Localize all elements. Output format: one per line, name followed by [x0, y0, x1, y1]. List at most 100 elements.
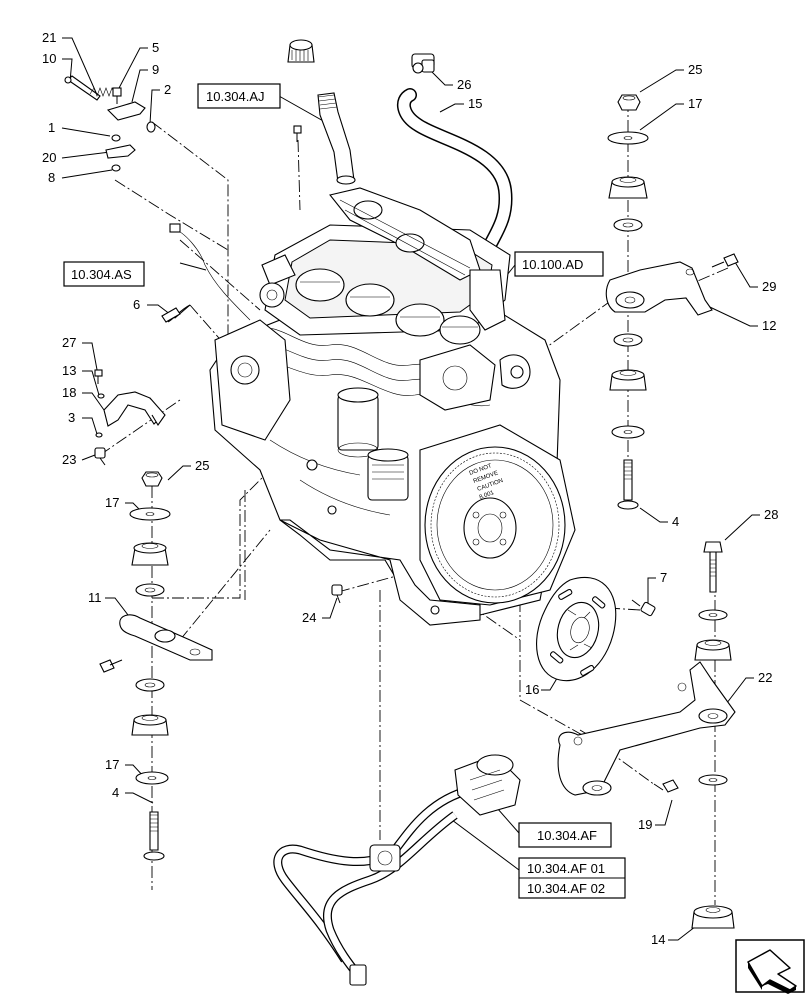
rear-mount-stack — [557, 541, 736, 929]
bracket-12[interactable] — [605, 261, 713, 316]
filler-cap[interactable] — [287, 39, 315, 63]
bolt-23[interactable] — [94, 447, 106, 466]
bolt-28[interactable] — [703, 541, 723, 593]
bolt-4-left[interactable] — [143, 811, 165, 861]
callout-14: 14 — [651, 932, 665, 947]
right-mount-stack — [605, 94, 739, 510]
flywheel[interactable]: DO NOT REMOVE CAUTION 8.001 — [424, 446, 566, 604]
callout-10: 10 — [42, 51, 56, 66]
bolt-27[interactable] — [94, 369, 103, 384]
callout-9: 9 — [152, 62, 159, 77]
spacer-top-left[interactable] — [135, 583, 165, 597]
callout-2: 2 — [164, 82, 171, 97]
spring-21[interactable] — [89, 87, 116, 97]
reference-label-ad: 10.100.AD — [522, 257, 583, 272]
reference-label-af02: 10.304.AF 02 — [527, 881, 605, 896]
isolator-rear-top[interactable] — [694, 639, 732, 661]
engine-assembly[interactable] — [209, 187, 576, 626]
bolt-24[interactable] — [331, 584, 343, 604]
callout-4-right: 4 — [672, 514, 679, 529]
bracket-11[interactable] — [119, 614, 213, 661]
sensor-lead-6[interactable] — [161, 304, 191, 323]
callout-25-right: 25 — [688, 62, 702, 77]
oil-filler-assembly — [287, 39, 356, 185]
filler-pipe[interactable] — [317, 92, 356, 185]
next-page-arrow-icon[interactable] — [735, 939, 805, 994]
callout-1: 1 — [48, 120, 55, 135]
callout-4-left: 4 — [112, 785, 119, 800]
callout-6: 6 — [133, 297, 140, 312]
reference-box-af[interactable]: 10.304.AF — [518, 822, 612, 848]
harness-connector[interactable] — [454, 754, 521, 816]
callout-18: 18 — [62, 385, 76, 400]
washer-rear-top[interactable] — [698, 609, 728, 621]
reference-label-af: 10.304.AF — [537, 828, 597, 843]
washer-17-left-top[interactable] — [129, 507, 171, 521]
callout-17-right: 17 — [688, 96, 702, 111]
bracket-9[interactable] — [106, 101, 146, 121]
isolator-14[interactable] — [691, 905, 735, 929]
bolt-29[interactable] — [711, 253, 739, 268]
callout-16: 16 — [525, 682, 539, 697]
callout-3: 3 — [68, 410, 75, 425]
callout-21: 21 — [42, 30, 56, 45]
washer-rear-bottom[interactable] — [698, 774, 728, 786]
callout-17-left-bottom: 17 — [105, 757, 119, 772]
isolator-top-left[interactable] — [131, 542, 169, 566]
callout-leaders — [61, 37, 760, 941]
bolt-19[interactable] — [653, 779, 679, 793]
bolt-10[interactable] — [64, 75, 101, 101]
washer-2[interactable] — [146, 121, 156, 133]
nut-3[interactable] — [95, 432, 103, 438]
reference-box-ad[interactable]: 10.100.AD — [514, 251, 604, 277]
reference-label-af01: 10.304.AF 01 — [527, 861, 605, 876]
bracket-18[interactable] — [103, 391, 166, 427]
bolt-11-screw[interactable] — [99, 659, 123, 673]
callout-5: 5 — [152, 40, 159, 55]
plate-20[interactable] — [105, 144, 136, 159]
hood-latch-parts — [64, 75, 156, 172]
callout-7: 7 — [660, 570, 667, 585]
callout-27: 27 — [62, 335, 76, 350]
nut-25-right[interactable] — [617, 94, 641, 111]
callout-20: 20 — [42, 150, 56, 165]
callout-8: 8 — [48, 170, 55, 185]
nut-25-left[interactable] — [141, 471, 163, 487]
spacer-bottom-right[interactable] — [613, 333, 643, 347]
damper-plate-16[interactable] — [536, 576, 617, 682]
breather-hose-15[interactable] — [396, 53, 513, 252]
washer-13[interactable] — [97, 393, 105, 399]
callout-25-left: 25 — [195, 458, 209, 473]
washer-17-left-bottom[interactable] — [135, 771, 169, 785]
bolt-4-right[interactable] — [617, 459, 639, 510]
isolator-bottom-right[interactable] — [609, 369, 647, 391]
callout-11: 11 — [88, 590, 102, 605]
harness-lead-as[interactable] — [169, 223, 251, 321]
spacer-bottom-left[interactable] — [135, 678, 165, 692]
reference-box-af01-02[interactable]: 10.304.AF 01 10.304.AF 02 — [518, 857, 626, 899]
washer-1[interactable] — [111, 134, 121, 142]
reference-box-aj[interactable]: 10.304.AJ — [197, 83, 281, 109]
callout-numbers: 21 10 5 9 2 1 20 8 26 15 25 17 29 12 6 2… — [42, 30, 778, 947]
hose-clamp-26[interactable] — [411, 53, 435, 74]
filler-screw[interactable] — [293, 125, 302, 142]
callout-19: 19 — [638, 817, 652, 832]
isolator-top-right[interactable] — [608, 176, 648, 199]
callout-22: 22 — [758, 670, 772, 685]
relay-block[interactable] — [369, 844, 401, 872]
screw-5[interactable] — [112, 87, 122, 104]
spacer-top-right[interactable] — [613, 218, 643, 232]
reference-box-as[interactable]: 10.304.AS — [63, 261, 145, 287]
bolt-7[interactable] — [631, 599, 656, 617]
washer-17-right-top[interactable] — [607, 131, 649, 145]
wiring-harness[interactable] — [273, 754, 521, 986]
nut-8[interactable] — [111, 164, 121, 172]
callout-24: 24 — [302, 610, 316, 625]
reference-label-aj: 10.304.AJ — [206, 89, 265, 104]
isolator-bottom-left[interactable] — [131, 714, 169, 736]
bracket-22[interactable] — [557, 661, 736, 796]
callout-26: 26 — [457, 77, 471, 92]
fuel-filter — [337, 387, 379, 458]
washer-right-bottom[interactable] — [611, 425, 645, 439]
callout-17-left-top: 17 — [105, 495, 119, 510]
